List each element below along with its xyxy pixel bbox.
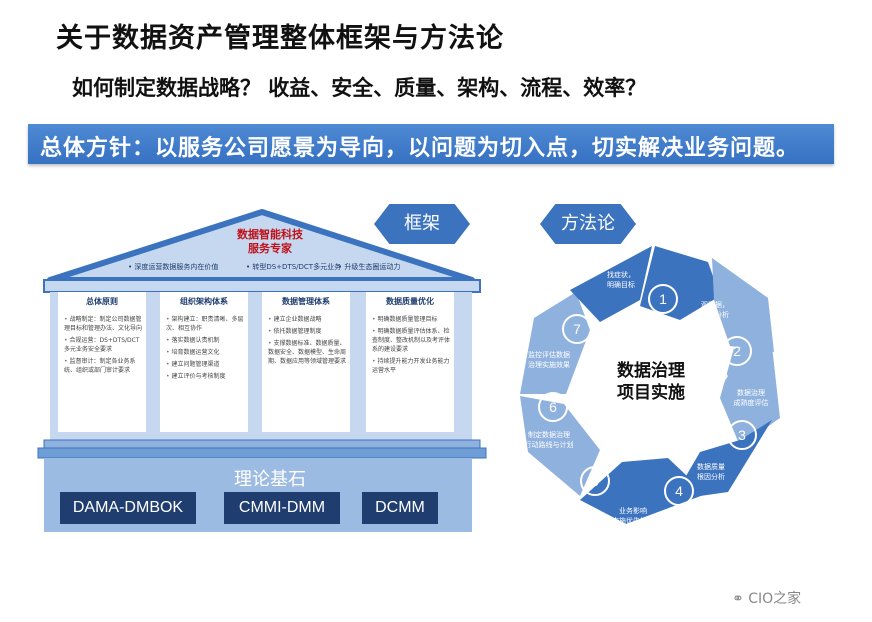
- methodology-center-line-1: 数据治理: [617, 361, 685, 381]
- step-6-label: 制定数据治理行动路线与计划: [524, 431, 574, 449]
- step-3-label: 数据治理成熟度评估: [733, 389, 769, 407]
- pillar-item: 建立评价与考核制度: [166, 372, 244, 381]
- framework-hex-label: 框架: [374, 204, 470, 244]
- pillar-item: 支撑数据标准、数据质量、数据安全、数据模型、生命周期、数据应用等领域管理要求: [268, 339, 346, 366]
- page-subtitle: 如何制定数据战略？ 收益、安全、质量、架构、流程、效率？: [72, 76, 647, 100]
- brand-line-2: 服务专家: [248, 242, 292, 255]
- standard-dcmm: DCMM: [362, 492, 438, 524]
- methodology-hex-label: 方法论: [540, 204, 636, 244]
- pillar-data-management: 数据管理体系 建立企业数据战略 依托数据管理制度 支撑数据标准、数据质量、数据安…: [262, 292, 350, 432]
- pillar-item: 持续提升能力开发业务能力运营水平: [372, 357, 450, 375]
- roof-item: • 转型DS+DTS/DCT多元业务: [246, 263, 342, 271]
- pillar-title: 数据管理体系: [282, 297, 330, 306]
- pillar-item: 建立问题管理渠道: [166, 360, 244, 369]
- pillar-item: 明确数据质量管理目标: [372, 315, 450, 324]
- step-5-label: 业务影响及实施优先级评估: [605, 507, 661, 525]
- pillar-item: 建立企业数据战略: [268, 315, 346, 324]
- watermark-text: CIO之家: [748, 591, 802, 607]
- methodology-center-line-2: 项目实施: [617, 383, 685, 403]
- step-2-number: 2: [722, 336, 752, 366]
- cycle-segment-2: [712, 258, 774, 352]
- standard-dama-dmbok: DAMA-DMBOK: [60, 492, 196, 524]
- pillar-title: 总体原则: [86, 297, 118, 306]
- pillar-item: 明确数据质量评估体系、检查制度、整改机制以及考评体系的建设要求: [372, 327, 450, 354]
- cycle-segment-6: [520, 396, 600, 496]
- step-7-label: 监控评估数据治理实施效果: [528, 351, 570, 369]
- page-title: 关于数据资产管理整体框架与方法论: [56, 23, 504, 54]
- pillar-principles: 总体原则 战略制定：制定公司数据管理目标和管理办法、文化导向 合规运营：DS+D…: [58, 292, 146, 432]
- pillar-item: 落实数据认责机制: [166, 336, 244, 345]
- pillar-item: 监督审计：制定各业务系统、组织或部门审计要求: [64, 357, 142, 375]
- pillar-item: 依托数据管理制度: [268, 327, 346, 336]
- policy-banner: 总体方针：以服务公司愿景为导向，以问题为切入点，切实解决业务问题。: [28, 124, 834, 164]
- brand-line-1: 数据智能科技: [237, 228, 303, 241]
- wechat-icon: ⚭: [732, 591, 744, 607]
- cycle-segment-8: [570, 246, 652, 322]
- pillar-data-quality: 数据质量优化 明确数据质量管理目标 明确数据质量评估体系、检查制度、整改机制以及…: [366, 292, 454, 432]
- foundation-title: 理论基石: [234, 469, 306, 490]
- step-4-number: 4: [664, 476, 694, 506]
- pillar-item: 培育数据运营文化: [166, 348, 244, 357]
- cycle-center: [578, 326, 728, 430]
- pillar-item: 架构建立：职责清晰、多层次、相互协作: [166, 315, 244, 333]
- pillar-item: 合规运营：DS+DTS/DCT多元业务安全要求: [64, 336, 142, 354]
- pillar-organization: 组织架构体系 架构建立：职责清晰、多层次、相互协作 落实数据认责机制 培育数据运…: [160, 292, 248, 432]
- step-1-label: 找症状，明确目标: [607, 271, 635, 289]
- step-1-number: 1: [648, 284, 678, 314]
- cycle-segment-5: [580, 458, 706, 524]
- roof-item: • 升级生态圈运动力: [338, 263, 401, 271]
- policy-banner-text: 总体方针：以服务公司愿景为导向，以问题为切入点，切实解决业务问题。: [40, 136, 800, 161]
- pillar-title: 数据质量优化: [386, 297, 434, 306]
- step-7-number: 7: [562, 314, 592, 344]
- standard-cmmi-dmm: CMMI-DMM: [224, 492, 340, 524]
- watermark-logo: ⚭ CIO之家: [732, 588, 801, 608]
- roof-item: • 深度运营数据服务内在价值: [128, 263, 219, 271]
- step-5-number: 5: [580, 466, 610, 496]
- pillar-title: 组织架构体系: [180, 297, 228, 306]
- step-4-label: 数据质量根因分析: [697, 463, 725, 481]
- step-2-label: 观数据，现状分析: [701, 301, 729, 319]
- step-6-number: 6: [538, 392, 568, 422]
- pillar-item: 战略制定：制定公司数据管理目标和管理办法、文化导向: [64, 315, 142, 333]
- step-3-number: 3: [727, 420, 757, 450]
